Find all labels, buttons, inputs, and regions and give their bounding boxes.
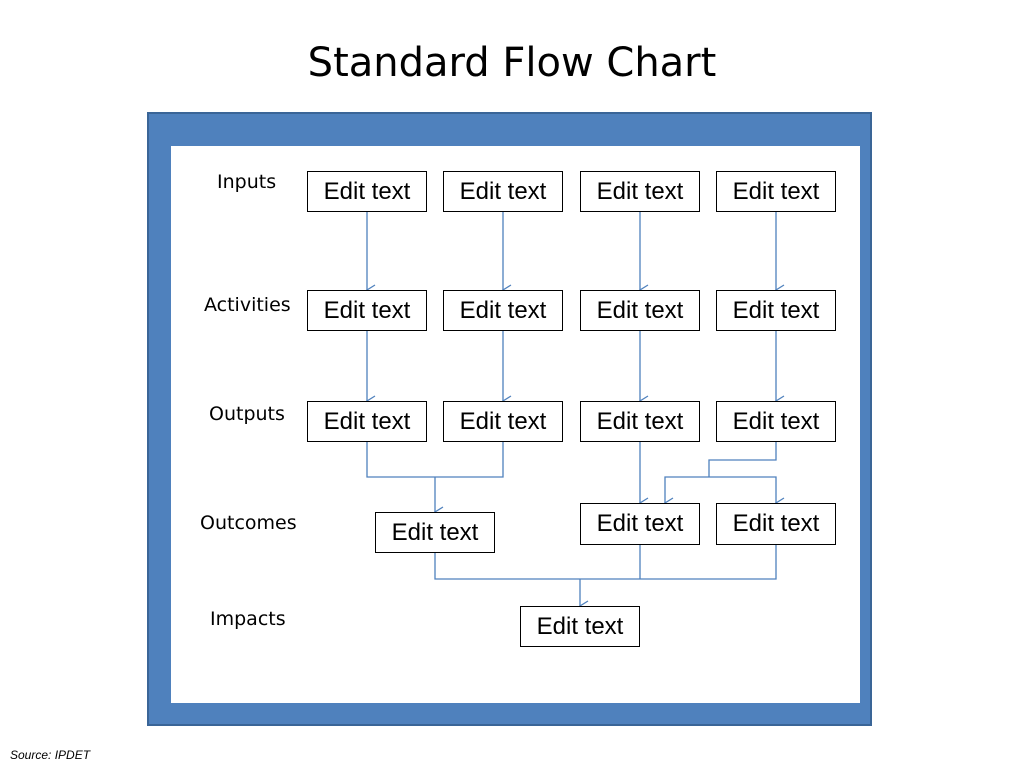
outcome-box-1[interactable]: Edit text: [375, 512, 495, 553]
activity-box-1[interactable]: Edit text: [307, 290, 427, 331]
activity-box-2[interactable]: Edit text: [443, 290, 563, 331]
input-box-1[interactable]: Edit text: [307, 171, 427, 212]
output-box-4[interactable]: Edit text: [716, 401, 836, 442]
page-title: Standard Flow Chart: [307, 40, 717, 86]
outcome-box-3[interactable]: Edit text: [716, 503, 836, 545]
input-box-3[interactable]: Edit text: [580, 171, 700, 212]
activity-box-3[interactable]: Edit text: [580, 290, 700, 331]
row-label-outputs: Outputs: [209, 403, 285, 425]
impact-box-1[interactable]: Edit text: [520, 606, 640, 647]
input-box-4[interactable]: Edit text: [716, 171, 836, 212]
connector-output-merge: [366, 442, 504, 478]
output-box-2[interactable]: Edit text: [443, 401, 563, 442]
output-box-1[interactable]: Edit text: [307, 401, 427, 442]
connector-output-4-left: [665, 476, 709, 503]
row-label-outcomes: Outcomes: [200, 512, 297, 534]
connector-output-4-split: [708, 442, 777, 477]
input-box-2[interactable]: Edit text: [443, 171, 563, 212]
connector-outcome-merge: [434, 545, 777, 580]
outcome-box-2[interactable]: Edit text: [580, 503, 700, 545]
row-label-inputs: Inputs: [217, 171, 277, 193]
source-note: Source: IPDET: [10, 748, 91, 762]
row-label-activities: Activities: [204, 294, 291, 316]
output-box-3[interactable]: Edit text: [580, 401, 700, 442]
row-label-impacts: Impacts: [210, 608, 286, 630]
connector-output-4-right: [709, 476, 776, 503]
activity-box-4[interactable]: Edit text: [716, 290, 836, 331]
